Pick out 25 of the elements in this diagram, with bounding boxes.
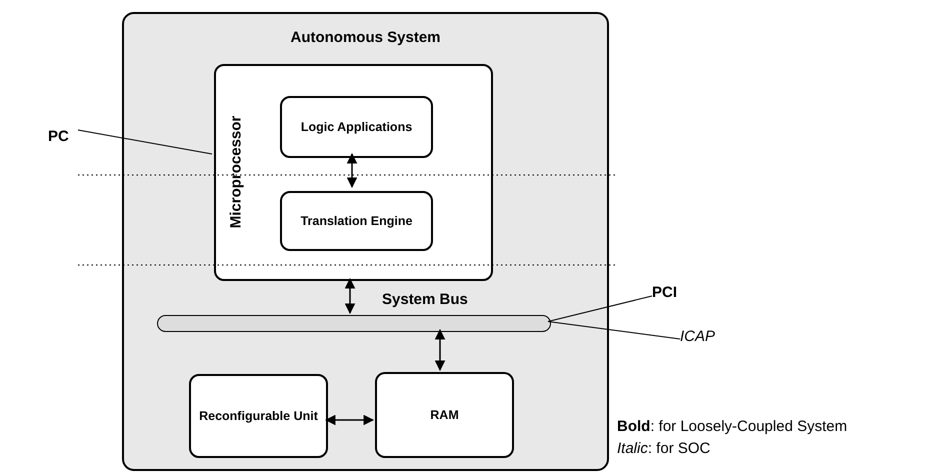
component-box xyxy=(280,191,433,251)
bus-label: System Bus xyxy=(382,290,468,310)
arrow xyxy=(434,328,446,372)
callout-label: ICAP xyxy=(680,328,716,345)
note-text: Italic: for SOC xyxy=(617,440,710,457)
vertical-title: Microprocessor xyxy=(226,116,246,228)
system-panel xyxy=(122,12,609,471)
callout-label: PC xyxy=(48,128,70,145)
box-label: Translation Engine xyxy=(300,212,414,230)
leader-line xyxy=(78,130,212,154)
note-text: Bold: for Loosely-Coupled System xyxy=(617,418,848,435)
processor-box xyxy=(214,64,493,281)
box-label: RAM xyxy=(429,406,460,424)
box-label: Reconfigurable Unit xyxy=(198,408,319,425)
leader-line xyxy=(548,321,680,340)
callout-label: PCI xyxy=(652,284,678,301)
component-box xyxy=(189,374,328,458)
component-box xyxy=(375,372,514,458)
leader-line xyxy=(548,296,652,322)
arrow xyxy=(344,278,356,314)
panel-title: Autonomous System xyxy=(289,28,442,48)
arrow xyxy=(324,414,374,426)
box-label: Logic Applications xyxy=(300,118,414,136)
component-box xyxy=(280,96,433,158)
arrow xyxy=(346,152,358,188)
